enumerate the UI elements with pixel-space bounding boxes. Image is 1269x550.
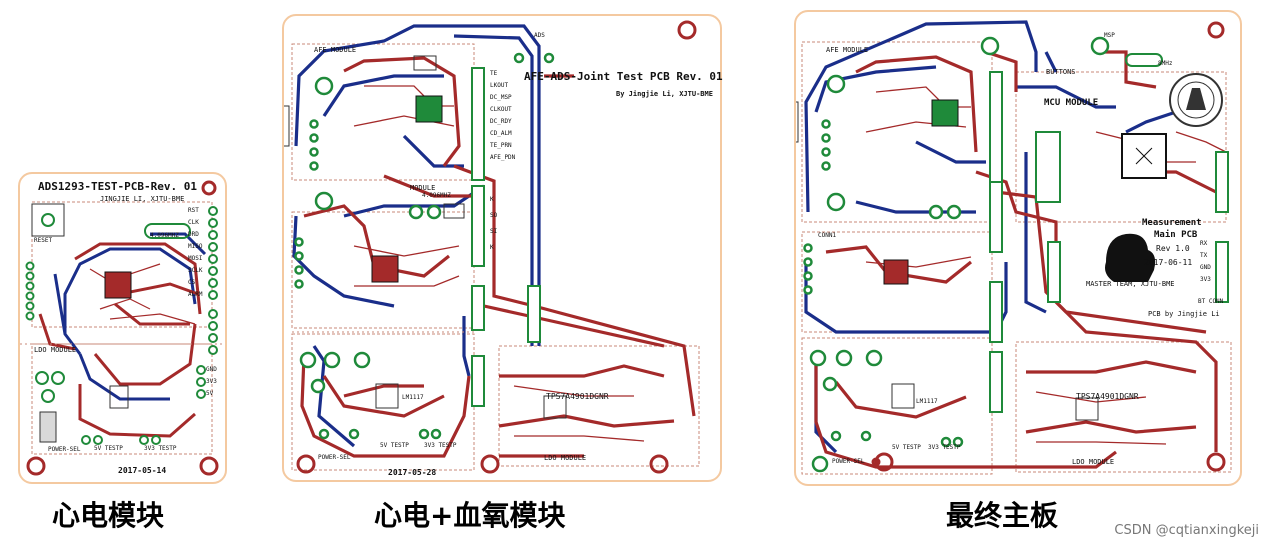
spo2-power-sel-label: POWER-SEL	[318, 454, 351, 461]
ecg-board-author: JINGJIE LI, XJTU-BME	[100, 195, 185, 203]
spo2-3v3-test-label: 3V3 TESTP	[424, 442, 457, 449]
main-5v-test-label: 5V TESTP	[892, 444, 921, 451]
pin-label: K	[490, 244, 494, 251]
pin-label: RST	[188, 207, 199, 214]
pin-label: MISO	[188, 243, 203, 250]
ecg-right-pin-labels: RST CLK DRD MISO MOSI SCLK CS ALRM	[188, 207, 202, 303]
pin-label: CLK	[188, 219, 199, 226]
pin-label: CS	[188, 279, 196, 286]
pin-label: RX	[1200, 240, 1208, 247]
main-conn1-label: CONN1	[818, 232, 837, 239]
pin-label: AFE_PDN	[490, 154, 516, 161]
spo2-ads-label: ADS	[534, 32, 545, 39]
main-board-caption: 最终主板	[946, 499, 1059, 532]
ecg-board-date: 2017-05-14	[118, 466, 167, 475]
spo2-board-date: 2017-05-28	[388, 468, 437, 477]
main-bt-conn-label: BT CONN	[1198, 298, 1224, 305]
spo2-ads-pin-labels: K SO SI K	[490, 196, 497, 260]
pin-label: SO	[490, 212, 498, 219]
main-3v3-test-label: 3V3 TESTP	[928, 444, 961, 451]
ecg-board-title: ADS1293-TEST-PCB-Rev. 01	[38, 180, 197, 193]
ecg-crystal-label: 4.096MHZ	[150, 232, 179, 239]
pin-label: 5V	[206, 390, 214, 397]
pin-label: TE_PRN	[490, 142, 512, 149]
main-board-artwork	[796, 20, 1232, 475]
spo2-module-label: MODULE	[410, 184, 436, 192]
pin-label: MOSI	[188, 255, 203, 262]
pin-label: TE	[490, 70, 498, 77]
pin-label: DRD	[188, 231, 199, 238]
watermark: CSDN @cqtianxingkeji	[1114, 523, 1259, 538]
main-board-rev: Rev 1.0	[1156, 244, 1190, 253]
pin-label: LKOUT	[490, 82, 509, 89]
main-lm1117-label: LM1117	[916, 398, 938, 405]
main-msp-label: MSP	[1104, 32, 1115, 39]
main-bt-pin-labels: RX TX GND 3V3	[1200, 240, 1211, 288]
main-regulator-label: TPS7A4901DGNR	[1076, 392, 1139, 401]
ecg-module-caption: 心电模块	[52, 499, 165, 532]
pin-label: DC_RDY	[490, 118, 512, 125]
pin-label: CD_ALM	[490, 130, 512, 137]
ecg-3v3-test-label: 3V3 TESTP	[144, 445, 177, 452]
pin-label: 3V3	[1200, 276, 1211, 283]
spo2-afe-label: AFE MODULE	[314, 46, 357, 54]
ecg-ldo-label: LDO MODULE	[34, 346, 77, 354]
main-board-title-line2: Main PCB	[1154, 230, 1198, 240]
pin-label: GND	[206, 366, 217, 373]
main-board-date: 2017-06-11	[1144, 258, 1193, 267]
ecg-spo2-board-artwork	[284, 20, 700, 474]
ecg-5v-test-label: 5V TESTP	[94, 445, 123, 452]
ecg-spo2-module-caption: 心电+血氧模块	[374, 499, 566, 532]
pin-label: SCLK	[188, 267, 203, 274]
main-board: AFE MODULE BUTTONS MSP 8MHz MCU MODULE C…	[794, 10, 1242, 486]
spo2-5v-test-label: 5V TESTP	[380, 442, 409, 449]
pin-label: 3V3	[206, 378, 217, 385]
pin-label: GND	[1200, 264, 1211, 271]
ecg-power-sel-label: POWER-SEL	[48, 446, 81, 453]
main-pcb-by-label: PCB by Jingjie Li	[1148, 310, 1220, 318]
pin-label: ALRM	[188, 291, 203, 298]
main-board-title-line1: Measurement	[1142, 218, 1202, 228]
main-board-author: MASTER TEAM, XJTU-BME	[1086, 280, 1175, 288]
ecg-module-board: ADS1293-TEST-PCB-Rev. 01 JINGJIE LI, XJT…	[18, 172, 227, 484]
ecg-power-pin-labels: GND 3V3 5V	[206, 366, 217, 402]
main-buttons-label: BUTTONS	[1046, 68, 1076, 76]
ecg-reset-label: RESET	[34, 237, 53, 244]
spo2-lm1117-label: LM1117	[402, 394, 424, 401]
pin-label: DC_MSP	[490, 94, 512, 101]
ecg-board-artwork	[20, 180, 225, 476]
pin-label: K	[490, 196, 494, 203]
spo2-ldo-label: LDO MODULE	[544, 454, 587, 462]
main-mcu-label: MCU MODULE	[1044, 98, 1099, 108]
spo2-board-title: AFE-ADS-Joint Test PCB Rev. 01	[524, 70, 723, 83]
main-afe-label: AFE MODULE	[826, 46, 869, 54]
main-power-sel-label: POWER-SEL	[832, 458, 865, 465]
spo2-board-author: By Jingjie Li, XJTU-BME	[616, 90, 713, 98]
ecg-spo2-module-board: AFE-ADS-Joint Test PCB Rev. 01 By Jingji…	[282, 14, 723, 482]
pin-label: TX	[1200, 252, 1208, 259]
pin-label: CLKOUT	[490, 106, 512, 113]
spo2-afe-pin-labels: TE LKOUT DC_MSP CLKOUT DC_RDY CD_ALM TE_…	[490, 70, 515, 166]
spo2-crystal-label: 4.096MHZ	[422, 192, 451, 199]
pin-label: SI	[490, 228, 498, 235]
main-ldo-label: LDO MODULE	[1072, 458, 1115, 466]
main-crystal-label: 8MHz	[1158, 60, 1173, 67]
spo2-regulator-label: TPS7A4901DGNR	[546, 392, 609, 401]
